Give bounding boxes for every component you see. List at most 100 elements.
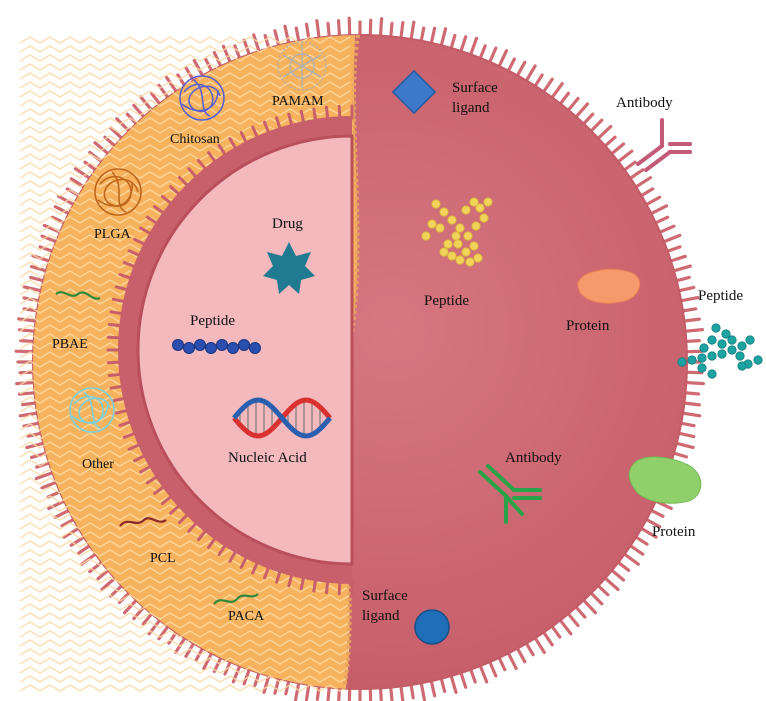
peptide-bead — [455, 223, 465, 233]
branched-peptide-icon — [677, 323, 763, 379]
antibody-core-label: Antibody — [505, 450, 562, 466]
antibody-icon — [636, 118, 692, 172]
inner-fringe-spike — [299, 109, 306, 125]
polymer-chain-icon — [119, 517, 167, 527]
inner-fringe-spike — [187, 167, 199, 180]
paca-label: PACA — [228, 609, 265, 624]
inner-membrane-fringe — [106, 104, 354, 596]
inner-fringe-spike — [275, 569, 282, 584]
peptide-bead — [727, 335, 737, 345]
inner-fringe-spike — [109, 384, 125, 390]
wave-line — [19, 630, 351, 638]
peptide-bead — [238, 339, 250, 351]
peptide-bead — [427, 219, 437, 229]
protein-outer-label: Protein — [652, 524, 696, 540]
nucleic-acid-label: Nucleic Acid — [228, 450, 307, 466]
inner-fringe-spike — [111, 297, 127, 304]
inner-fringe-spike — [160, 494, 174, 506]
peptide-bead — [483, 197, 493, 207]
dna-strand — [232, 397, 332, 439]
protein-core-item: Protein — [566, 268, 641, 334]
inner-fringe-spike — [251, 125, 260, 140]
inner-fringe-spike — [127, 442, 142, 451]
wave-line — [19, 99, 351, 107]
inner-fringe-spike — [287, 572, 294, 588]
peptide-bead — [461, 247, 471, 257]
peptide-bead — [439, 207, 449, 217]
inner-fringe-spike — [153, 484, 166, 495]
peptide-bead — [697, 363, 707, 373]
peptide-bead — [469, 197, 479, 207]
inner-fringe-spike — [228, 137, 238, 151]
chitosan-item: Chitosan — [170, 75, 225, 147]
antibody-icon — [478, 464, 542, 524]
inner-fringe-spike — [239, 555, 249, 569]
peptide-bead — [697, 353, 707, 363]
peptide-bead — [205, 342, 217, 354]
wave-line — [19, 684, 351, 692]
inner-fringe-spike — [122, 261, 137, 269]
inner-fringe-spike — [177, 175, 190, 188]
inner-fringe-spike — [312, 107, 318, 123]
plga-item: PLGA — [94, 168, 142, 242]
inner-fringe-spike — [145, 215, 159, 226]
inner-fringe-spike — [114, 285, 130, 292]
antibody-core-item: Antibody — [478, 450, 562, 524]
inner-fringe-spike — [111, 396, 127, 403]
pbae-item: PBAE — [52, 291, 101, 352]
inner-fringe-spike — [217, 143, 228, 157]
surface-ligand-top-label-line2: ligand — [452, 100, 490, 116]
protein-blob-icon — [628, 456, 702, 504]
peptide-bead — [447, 251, 457, 261]
inner-fringe-spike — [217, 543, 228, 557]
inner-fringe-spike — [196, 158, 208, 172]
drug-label: Drug — [272, 216, 303, 232]
wave-line — [19, 63, 351, 71]
inner-fringe-spike — [139, 464, 153, 474]
peptide-bead — [707, 369, 717, 379]
peptide-bead — [737, 341, 747, 351]
wave-line — [19, 45, 351, 53]
paca-item: PACA — [213, 593, 265, 624]
peptide-bead — [249, 342, 261, 354]
peptide-bead — [717, 339, 727, 349]
wave-line — [19, 576, 351, 584]
peptide-bead — [455, 255, 465, 265]
tangled-polymer-icon — [94, 168, 142, 216]
diamond-icon — [391, 69, 437, 115]
inner-fringe-spike — [263, 565, 271, 580]
wave-line — [19, 585, 351, 593]
inner-fringe-spike — [239, 131, 249, 145]
peptide-bead — [463, 231, 473, 241]
pamam-label: PAMAM — [272, 94, 324, 109]
peptide-bead — [737, 361, 747, 371]
peptide-bead — [471, 221, 481, 231]
peptide-bead — [707, 335, 717, 345]
inner-fringe-spike — [169, 185, 182, 197]
inner-fringe-spike — [196, 528, 208, 542]
wave-line — [19, 603, 351, 611]
branched-peptide-icon — [421, 197, 493, 267]
polymer-chain-icon — [213, 593, 259, 605]
peptide-bead — [183, 342, 195, 354]
inner-fringe-spike — [228, 549, 238, 563]
inner-fringe-spike — [153, 205, 166, 216]
inner-fringe-spike — [109, 310, 125, 316]
wave-line — [19, 594, 351, 602]
dendrimer-icon — [277, 41, 327, 91]
antibody-outer-item: Antibody — [616, 95, 692, 172]
inner-fringe-spike — [207, 536, 218, 549]
plga-label: PLGA — [94, 227, 131, 242]
inner-fringe-spike — [169, 503, 182, 515]
pcl-item: PCL — [119, 517, 176, 566]
inner-fringe-spike — [107, 322, 123, 328]
wave-line — [19, 675, 351, 683]
peptide-bead — [443, 239, 453, 249]
wave-line — [19, 657, 351, 665]
peptide-bead — [727, 345, 737, 355]
protein-blob-icon — [577, 268, 641, 304]
inner-fringe-spike — [263, 120, 271, 135]
peptide-bead — [475, 203, 485, 213]
dna-helix-icon — [232, 397, 332, 439]
